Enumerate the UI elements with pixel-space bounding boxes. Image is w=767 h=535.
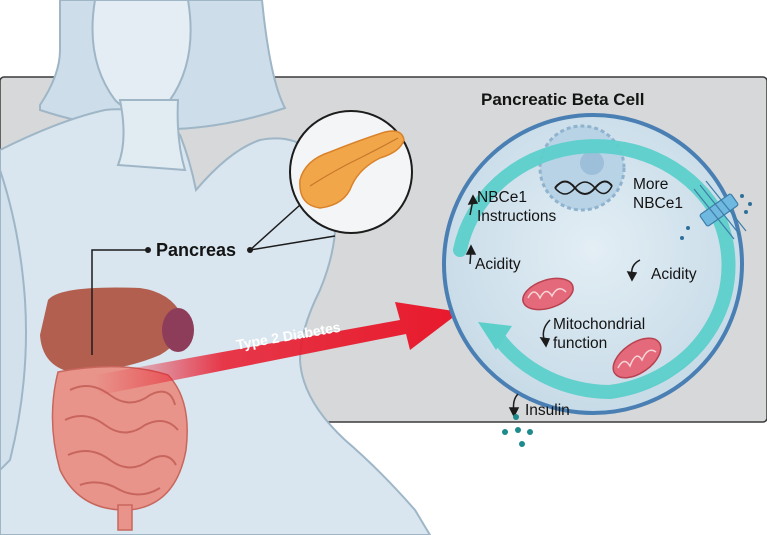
intestine-coils <box>64 385 179 496</box>
instructions-label: Instructions <box>477 208 557 225</box>
dna-helix <box>554 180 613 195</box>
more-nbce1-label: NBCe1 <box>633 195 683 212</box>
dna-helix-2 <box>554 181 613 195</box>
pancreas-organ <box>299 130 405 209</box>
nbce1-label: NBCe1 <box>477 189 527 206</box>
function-label: function <box>553 335 608 352</box>
pancreas-duct <box>309 137 399 187</box>
beta-cell <box>442 113 744 415</box>
cell-title: Pancreatic Beta Cell <box>481 90 645 109</box>
transporter-ions <box>680 194 752 240</box>
rectum <box>117 504 133 531</box>
acidity-left-label: Acidity <box>475 256 521 273</box>
cycle-arrow <box>453 139 736 400</box>
mitochondrion-2 <box>612 337 662 379</box>
pancreas-pointer-dot <box>145 247 151 253</box>
organs <box>40 287 194 531</box>
nucleolus <box>580 151 604 175</box>
mitochondrion-1 <box>522 277 574 311</box>
small-arrows <box>465 194 641 418</box>
disease-arrow <box>95 302 460 395</box>
mitochondrial-label: Mitochondrial <box>553 316 646 333</box>
cycle-arrowhead <box>478 322 512 350</box>
zoom-line-top <box>249 204 301 251</box>
insulin-dots <box>502 414 533 447</box>
more-label: More <box>633 176 669 193</box>
pancreas-pointer-line <box>91 249 148 355</box>
insulin-label: Insulin <box>525 402 570 419</box>
nbce1-transporter <box>693 180 747 240</box>
acidity-right-label: Acidity <box>651 266 697 283</box>
liver <box>40 287 183 372</box>
zoom-line-bottom <box>249 235 336 251</box>
stomach <box>162 308 194 352</box>
pancreas-label: Pancreas <box>156 240 237 260</box>
